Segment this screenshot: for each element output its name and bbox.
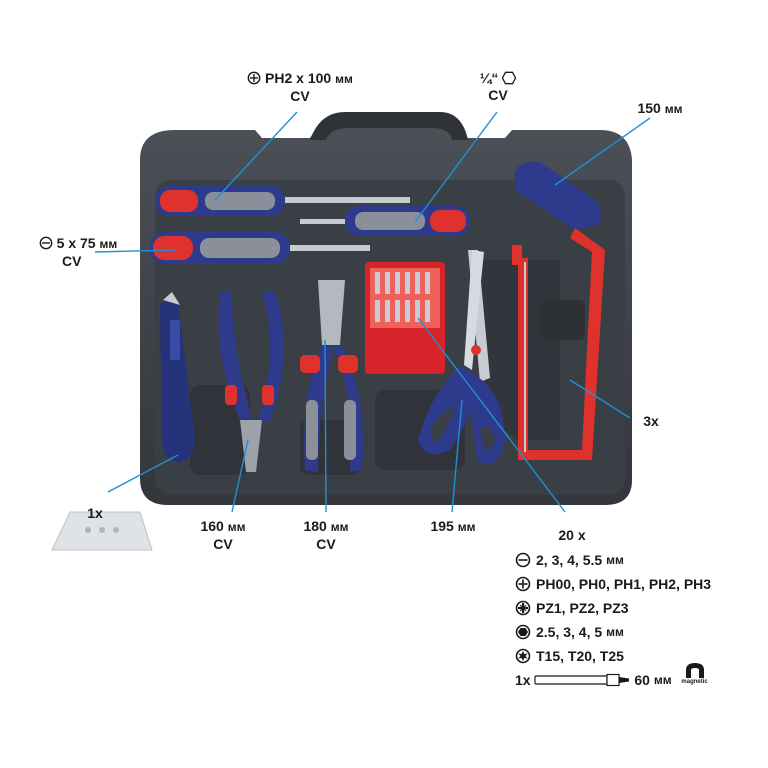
screwdriver-slotted xyxy=(150,232,370,264)
combination-pliers-label: 180 мм CV xyxy=(290,518,362,553)
bit-holder-row: 1x 60 мм magnetic xyxy=(515,663,712,692)
callout-lines xyxy=(94,111,651,513)
sc-size: 195 xyxy=(430,518,454,534)
bit-row-hex: 2.5, 3, 4, 5 мм xyxy=(515,620,712,644)
pozidriv-icon xyxy=(515,600,531,616)
sc-unit: мм xyxy=(457,520,476,534)
slot-screwdriver-label: 5 x 75 мм CV xyxy=(22,235,134,270)
ph-size: PH2 x 100 xyxy=(265,70,332,86)
magnet-badge: magnetic xyxy=(678,661,712,691)
scissors-label: 195 мм xyxy=(418,518,488,536)
ph-unit: мм xyxy=(335,72,353,86)
magnet-icon xyxy=(685,663,704,678)
phillips-icon xyxy=(515,576,531,592)
scissors xyxy=(418,250,505,464)
screwdriver-phillips-2 xyxy=(300,206,470,236)
hex-size: ¼“ xyxy=(479,70,499,86)
bit-holder-size: 60 xyxy=(634,672,650,688)
slot-size: 5 x 75 xyxy=(56,235,96,251)
bit-row-text: 2, 3, 4, 5.5 xyxy=(536,552,603,568)
side-cutting-pliers xyxy=(218,292,284,472)
hex-material: CV xyxy=(488,87,508,103)
cutting-pliers-label: 160 мм CV xyxy=(188,518,258,553)
bit-box xyxy=(365,262,445,374)
hex-socket-icon xyxy=(515,624,531,640)
bit-row-unit: мм xyxy=(606,625,624,639)
saw-label: 150 мм xyxy=(628,100,692,118)
bit-set-count-label: 20 x xyxy=(558,527,586,543)
spare-blade xyxy=(51,511,153,551)
combination-pliers xyxy=(300,280,364,472)
ph-screwdriver-label: PH2 x 100 мм CV xyxy=(220,70,380,105)
utility-knife xyxy=(160,292,195,462)
bit-list: 2, 3, 4, 5.5 мм PH00, PH0, PH1, PH2, PH3… xyxy=(515,548,712,692)
slot-unit: мм xyxy=(99,237,118,251)
hexagon-icon xyxy=(501,71,517,85)
bit-row-text: 2.5, 3, 4, 5 xyxy=(536,624,603,640)
bit-row-phillips: PH00, PH0, PH1, PH2, PH3 xyxy=(515,572,712,596)
comb-material: CV xyxy=(316,536,336,552)
saw-blades-label: 3x xyxy=(643,413,659,429)
hex-bit-label: ¼“ CV xyxy=(466,70,530,104)
bit-row-pozidriv: PZ1, PZ2, PZ3 xyxy=(515,596,712,620)
bit-row-text: PH00, PH0, PH1, PH2, PH3 xyxy=(536,576,712,592)
cp-unit: мм xyxy=(227,520,246,534)
screwdriver-phillips xyxy=(155,186,410,216)
slot-icon xyxy=(515,552,531,568)
cp-material: CV xyxy=(213,536,233,552)
slot-material: CV xyxy=(62,253,82,269)
bit-row-slot: 2, 3, 4, 5.5 мм xyxy=(515,548,712,572)
hacksaw xyxy=(512,161,605,460)
bit-row-text: PZ1, PZ2, PZ3 xyxy=(536,600,629,616)
bit-row-torx: T15, T20, T25 xyxy=(515,644,712,668)
bit-holder-unit: мм xyxy=(653,673,672,687)
bit-holder-icon xyxy=(534,673,630,687)
bit-holder-count: 1x xyxy=(515,672,531,688)
cp-size: 160 xyxy=(200,518,224,534)
bit-row-unit: мм xyxy=(606,553,624,567)
utility-knife-label: 1x xyxy=(87,505,103,521)
torx-icon xyxy=(515,648,531,664)
bit-row-text: T15, T20, T25 xyxy=(536,648,624,664)
magnet-label: magnetic xyxy=(681,679,708,685)
saw-size: 150 xyxy=(637,100,661,116)
comb-unit: мм xyxy=(330,520,349,534)
saw-unit: мм xyxy=(664,102,683,116)
comb-size: 180 xyxy=(303,518,327,534)
ph-material: CV xyxy=(290,88,310,104)
phillips-icon xyxy=(247,71,261,85)
slot-icon xyxy=(39,236,53,250)
